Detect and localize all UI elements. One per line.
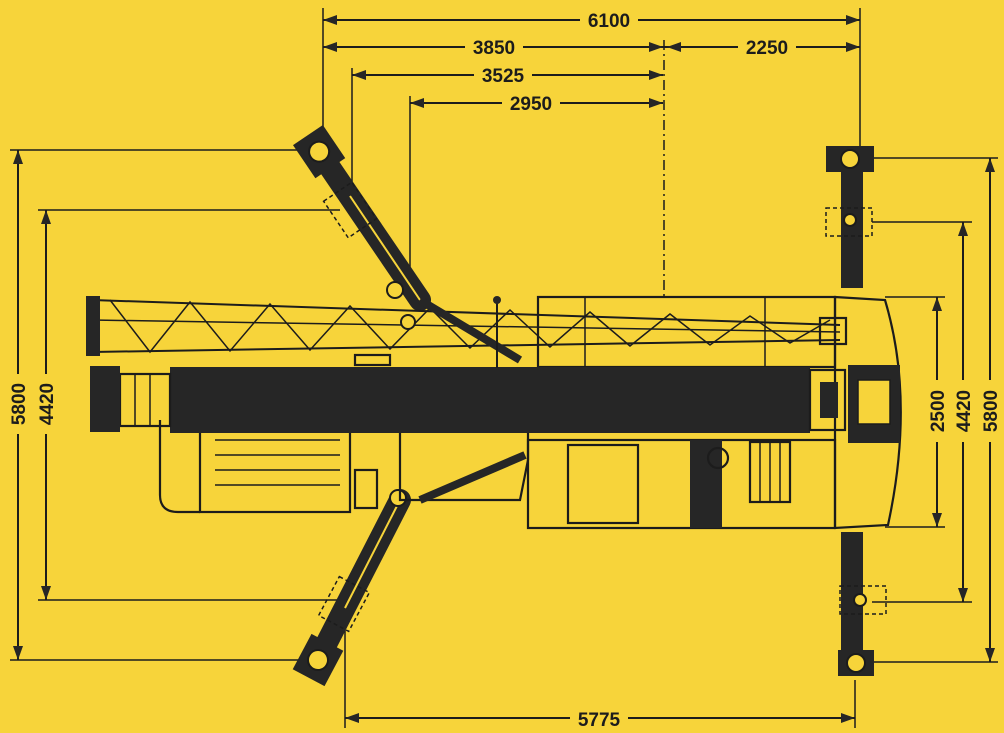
rear-left-outrigger: [292, 489, 411, 687]
dimension-lines: [10, 8, 998, 728]
main-boom: [90, 366, 847, 433]
rear-right-outrigger: [838, 532, 887, 676]
label-2250: 2250: [746, 38, 788, 59]
operator-cab: [848, 365, 900, 443]
outrigger-cylinders: [417, 296, 527, 504]
label-right-5800: 5800: [981, 390, 1002, 432]
label-3525: 3525: [482, 66, 525, 87]
label-3850: 3850: [473, 38, 515, 59]
label-6100: 6100: [588, 11, 630, 32]
lattice-jib: [86, 296, 848, 356]
label-bottom-5775: 5775: [578, 710, 621, 731]
front-left-outrigger: [293, 125, 431, 311]
label-left-5800: 5800: [9, 383, 30, 425]
dimension-labels: 6100 3850 2250 3525 2950 5800 4420 2500 …: [7, 9, 1002, 731]
carrier-body: [158, 295, 902, 530]
front-right-outrigger: [825, 146, 874, 288]
label-2950: 2950: [510, 94, 552, 115]
label-left-4420: 4420: [37, 383, 58, 425]
label-right-2500: 2500: [928, 390, 949, 432]
label-right-4420: 4420: [954, 390, 975, 432]
